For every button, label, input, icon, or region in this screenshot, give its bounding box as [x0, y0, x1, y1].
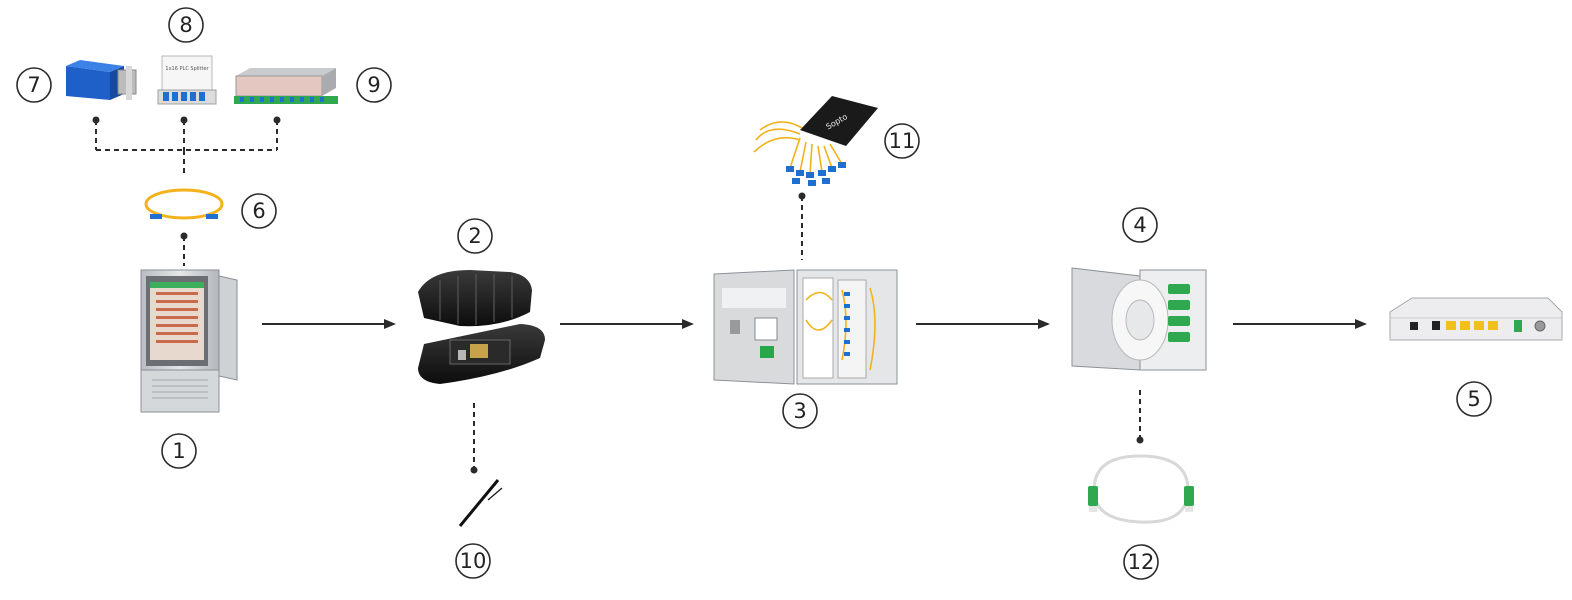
number-label-1: 1: [172, 439, 185, 463]
distribution-box-icon: [713, 269, 898, 385]
number-label-7: 7: [27, 73, 40, 97]
splice-closure-icon: [418, 270, 545, 384]
rack-splitter-icon: [234, 68, 338, 104]
closure-to-dropcable-link: [470, 403, 478, 474]
number-label-10: 10: [460, 549, 487, 573]
number-badge-6: 6: [241, 193, 277, 229]
number-badge-7: 7: [16, 67, 52, 103]
accessory-bracket: [92, 116, 281, 176]
patchcord-to-cabinet-link: [180, 232, 188, 266]
lgx-splitter-icon: 1x16 PLC Splitter: [157, 55, 217, 105]
onu-router-icon: [1389, 297, 1563, 341]
number-badge-5: 5: [1456, 381, 1492, 417]
number-badge-10: 10: [455, 543, 491, 579]
patch-cord-icon: [144, 188, 224, 220]
number-badge-2: 2: [457, 218, 493, 254]
terminalbox-to-patchcord-link: [1136, 390, 1144, 444]
number-label-4: 4: [1133, 213, 1146, 237]
number-label-8: 8: [179, 13, 192, 37]
terminal-box-icon: [1071, 267, 1207, 371]
number-label-6: 6: [252, 199, 265, 223]
number-label-3: 3: [793, 399, 806, 423]
sc-adapter-icon: [66, 60, 137, 100]
number-badge-8: 8: [168, 7, 204, 43]
apc-patch-cord-icon: [1088, 454, 1194, 524]
splitter-to-box-link: [798, 192, 806, 260]
number-badge-4: 4: [1122, 207, 1158, 243]
number-label-12: 12: [1128, 550, 1155, 574]
number-label-2: 2: [468, 224, 481, 248]
plc-box-caption: 1x16 PLC Splitter: [165, 66, 209, 72]
outdoor-cabinet-icon: [140, 269, 238, 413]
number-badge-1: 1: [161, 433, 197, 469]
number-label-11: 11: [889, 129, 916, 153]
number-badge-9: 9: [356, 67, 392, 103]
number-badge-12: 12: [1123, 544, 1159, 580]
number-badge-3: 3: [782, 393, 818, 429]
number-badge-11: 11: [884, 123, 920, 159]
plc-splitter-icon: Sopto: [753, 96, 878, 186]
number-label-5: 5: [1467, 387, 1480, 411]
number-label-9: 9: [367, 73, 380, 97]
drop-cable-icon: [458, 479, 503, 527]
